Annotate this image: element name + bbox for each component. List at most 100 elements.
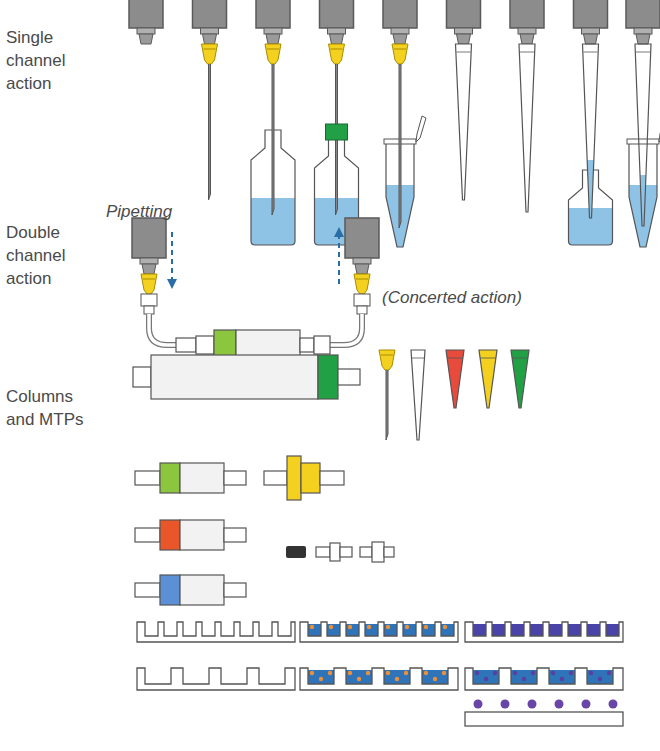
drawing-part	[348, 625, 352, 629]
drawing-part	[308, 624, 321, 636]
drawing-part	[465, 668, 623, 690]
drawing-part	[582, 700, 591, 709]
drawing-part	[264, 28, 282, 34]
drawing-part	[511, 350, 529, 408]
drawing-part	[574, 0, 608, 28]
drawing-part	[355, 264, 369, 274]
drawing-part	[555, 700, 564, 709]
drawing-part	[224, 528, 246, 542]
drawing-part	[395, 677, 399, 681]
drawing-part	[584, 34, 598, 44]
pipetting-channel	[315, 0, 359, 245]
drawing-part	[357, 677, 361, 681]
drawing-part	[137, 668, 295, 690]
drawing-part	[379, 350, 395, 370]
drawing-part	[266, 34, 280, 44]
drawing-part	[365, 624, 378, 636]
drawing-part	[346, 670, 372, 684]
concerted-flow-setup	[132, 218, 379, 360]
drawing-part	[473, 670, 499, 684]
drawing-part	[202, 44, 218, 64]
drawing-part	[367, 625, 371, 629]
columns-and-tips	[133, 350, 529, 605]
pipetting-channel	[193, 0, 227, 200]
drawing-part	[627, 139, 659, 144]
drawing-part	[457, 34, 471, 44]
pipetting-channel	[510, 0, 544, 212]
drawing-part	[224, 471, 246, 485]
drawing-part	[356, 279, 368, 280]
drawing-part	[433, 677, 437, 681]
drawing-part	[528, 700, 537, 709]
drawing-part	[320, 0, 354, 28]
drawing-part	[203, 34, 217, 44]
drawing-part	[143, 279, 155, 280]
drawing-part	[144, 306, 154, 314]
drawing-part	[160, 520, 180, 550]
drawing-part	[286, 546, 306, 558]
drawing-part	[492, 624, 505, 636]
drawing-part	[520, 34, 534, 44]
drawing-part	[132, 218, 166, 258]
drawing-part	[512, 358, 528, 359]
drawing-part	[424, 625, 428, 629]
drawing-part	[224, 583, 246, 597]
drawing-part	[582, 28, 600, 34]
pipetting-channel	[447, 0, 481, 200]
drawing-part	[310, 625, 314, 629]
drawing-part	[354, 294, 370, 306]
drawing-part	[151, 355, 318, 399]
drawing-part	[479, 350, 497, 408]
drawing-part	[399, 64, 401, 228]
drawing-part	[129, 0, 163, 28]
drawing-part	[160, 575, 180, 605]
drawing-part	[345, 218, 379, 258]
drawing-part	[171, 232, 173, 284]
drawing-part	[372, 542, 384, 562]
drawing-part	[366, 671, 370, 675]
drawing-part	[411, 350, 425, 440]
drawing-part	[636, 52, 650, 53]
drawing-part	[180, 575, 224, 605]
drawing-part	[568, 624, 581, 636]
drawing-part	[301, 463, 320, 493]
drawing-part	[330, 34, 344, 44]
drawing-part	[551, 671, 555, 675]
row-label: Single channel action	[6, 26, 94, 95]
drawing-part	[133, 367, 151, 387]
drawing-part	[598, 677, 602, 681]
drawing-part	[328, 314, 362, 345]
drawing-part	[531, 671, 535, 675]
drawing-part	[340, 547, 352, 557]
pipetting-channel	[129, 0, 163, 44]
drawing-part	[346, 624, 359, 636]
drawing-part	[412, 358, 424, 359]
drawing-part	[316, 547, 330, 557]
drawing-part	[424, 671, 428, 675]
drawing-part	[392, 44, 408, 64]
drawing-part	[381, 355, 393, 356]
drawing-part	[300, 338, 314, 352]
drawing-part	[446, 350, 464, 408]
pipetting-channel	[569, 0, 613, 245]
drawing-part	[520, 52, 534, 53]
drawing-part	[549, 670, 575, 684]
drawing-part	[386, 671, 390, 675]
drawing-part	[318, 355, 338, 399]
drawing-part	[137, 622, 295, 642]
drawing-part	[636, 34, 650, 44]
pipetting-channel	[383, 0, 426, 247]
drawing-part	[475, 671, 479, 675]
drawing-part	[383, 0, 417, 28]
drawing-part	[474, 700, 483, 709]
drawing-part	[310, 671, 314, 675]
drawing-part	[587, 670, 613, 684]
drawing-part	[447, 358, 463, 359]
pipetting-channel	[251, 0, 295, 245]
drawing-part	[135, 528, 160, 542]
drawing-part	[264, 471, 287, 485]
annotation: (Concerted action)	[382, 286, 562, 309]
drawing-part	[139, 34, 153, 44]
drawing-part	[511, 624, 524, 636]
